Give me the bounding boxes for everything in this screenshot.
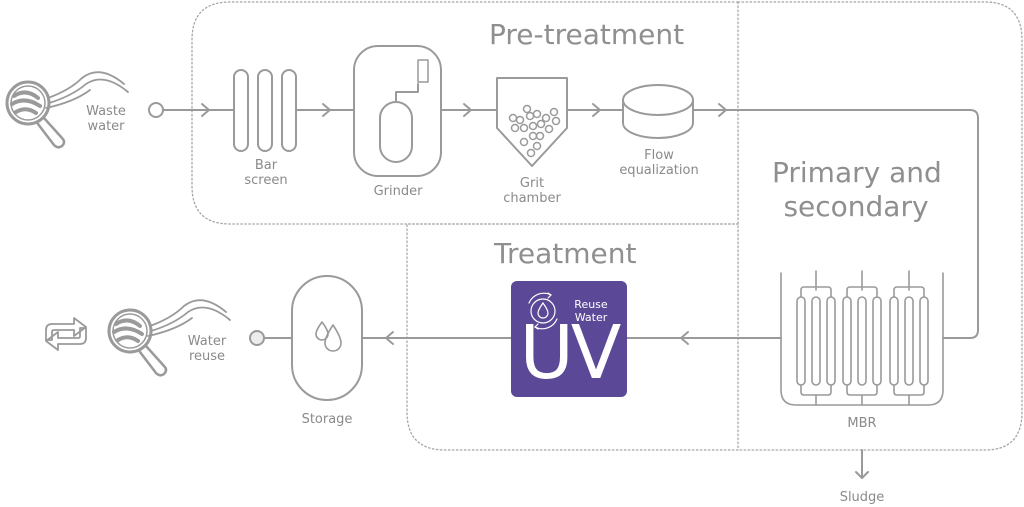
waste-water-label: Waste water [80, 104, 132, 134]
treatment-boundary [406, 223, 739, 451]
water-reuse-label-line1: Water [187, 334, 227, 349]
uv-title: UV [519, 310, 622, 396]
arrow-icon [592, 103, 601, 117]
sludge-label: Sludge [839, 490, 885, 505]
water-reuse-magnifier-icon [107, 299, 231, 377]
down-arrow-icon [855, 471, 869, 479]
grinder-label: Grinder [373, 184, 423, 199]
section-boundaries [191, 1, 1023, 451]
bar-screen-label-line1: Bar [254, 158, 278, 173]
storage-label: Storage [301, 412, 353, 427]
arrow-icon [385, 331, 394, 345]
grit-chamber-label-line2: chamber [503, 191, 561, 206]
water-reuse-label-line2: reuse [188, 349, 226, 364]
arrow-icon [463, 103, 472, 117]
bar-screen-label-line2: screen [244, 173, 288, 188]
outer-boundary-right [737, 1, 1023, 451]
waste-water-label-line2: water [87, 119, 125, 134]
mbr-label: MBR [847, 416, 877, 431]
section-title-primary-secondary: Primary and secondary [772, 156, 942, 224]
waste-water-label-line1: Waste [86, 104, 126, 119]
arrow-icon [680, 331, 689, 345]
recycle-drop-icon [528, 292, 558, 330]
section-title-pretreatment: Pre-treatment [489, 18, 685, 51]
section-title-primary-line2: secondary [783, 190, 929, 223]
flow-equalization-label-line2: equalization [619, 163, 699, 178]
flow-equalization-tank-icon [622, 84, 694, 139]
membrane-bioreactor-icon [742, 270, 944, 406]
arrow-icon [201, 103, 210, 117]
water-reuse-outlet [249, 330, 265, 346]
bar-screen-icon [233, 69, 297, 152]
pretreatment-boundary [191, 1, 739, 225]
storage-tank-icon [291, 275, 363, 401]
waste-water-inlet [148, 102, 164, 118]
bar-screen-label: Bar screen [238, 158, 294, 188]
water-reuse-label: Water reuse [182, 334, 232, 364]
recycle-arrows-icon [45, 317, 87, 351]
grit-chamber-icon [496, 77, 568, 167]
uv-subtitle-line1: Reuse [574, 298, 608, 311]
uv-subtitle: Reuse Water [569, 298, 613, 324]
waste-water-icon [5, 71, 129, 149]
section-title-primary-line1: Primary and [772, 156, 942, 189]
uv-subtitle-line2: Water [574, 311, 608, 324]
grit-chamber-label-line1: Grit [519, 176, 545, 191]
section-title-treatment: Treatment [494, 237, 637, 270]
arrow-icon [718, 103, 727, 117]
grinder-icon [353, 45, 442, 177]
arrow-icon [322, 103, 331, 117]
flow-equalization-label: Flow equalization [612, 148, 706, 178]
uv-reuse-water-badge: Reuse Water UV [511, 281, 627, 397]
grit-chamber-label: Grit chamber [498, 176, 566, 206]
flow-equalization-label-line1: Flow [644, 148, 674, 163]
